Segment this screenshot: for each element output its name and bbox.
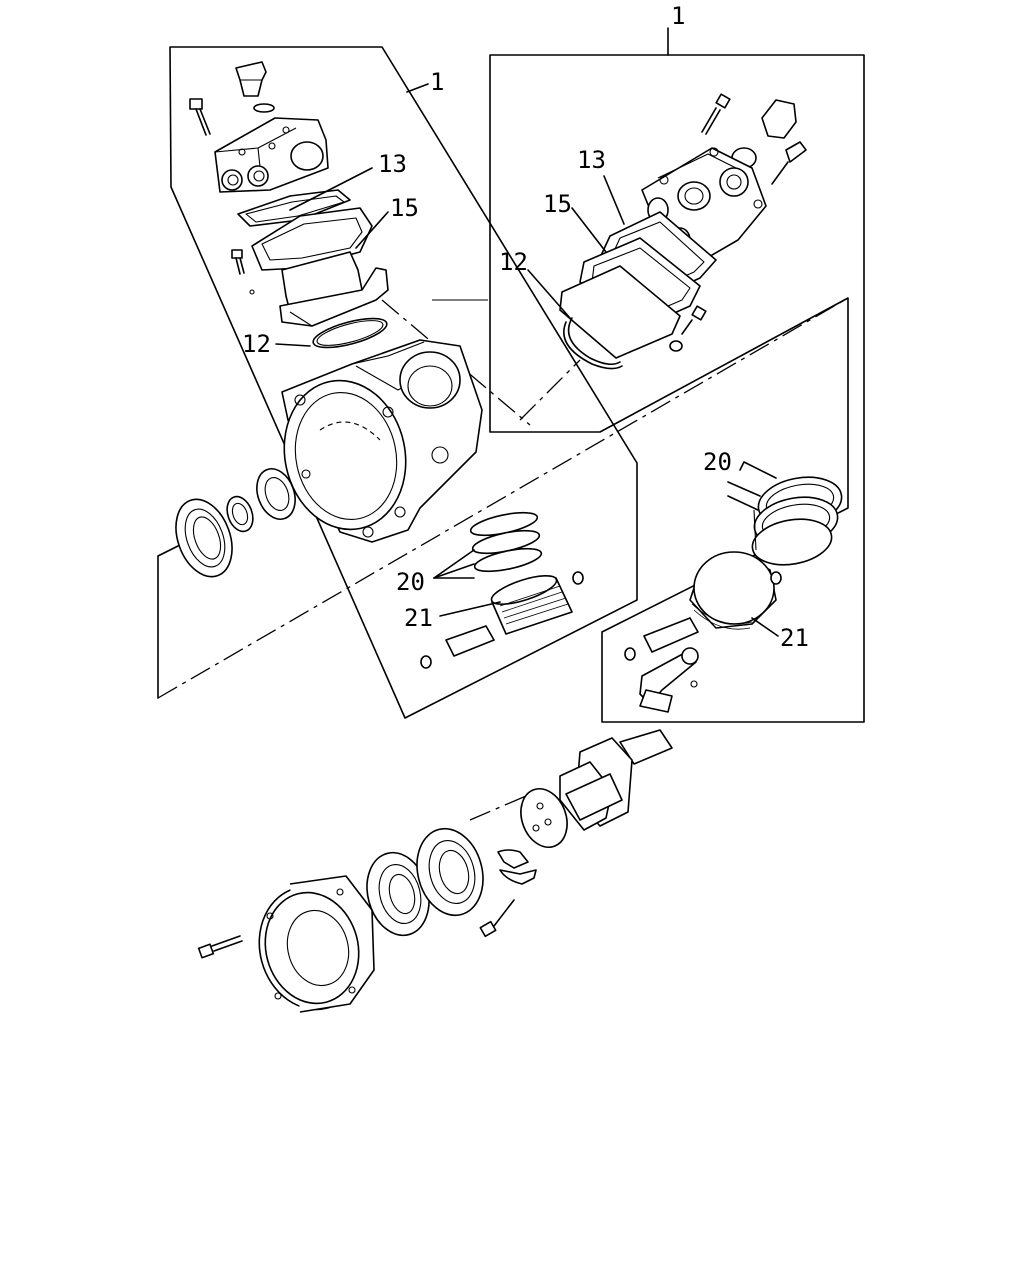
callout-right-1: 1 — [671, 2, 685, 30]
left-piston-21 — [420, 571, 584, 669]
right-piston-21 — [624, 551, 782, 661]
left-crankcase — [281, 299, 488, 543]
right-group-frame — [489, 54, 865, 723]
right-cylinder-15 — [559, 237, 707, 359]
left-cylinder-15 — [231, 207, 389, 327]
callout-left-12: 12 — [242, 330, 271, 358]
right-connecting-rod — [639, 647, 699, 713]
left-oring-12 — [312, 317, 388, 349]
callout-right-12: 12 — [499, 248, 528, 276]
leader-lines — [275, 27, 779, 637]
left-bearing-set — [175, 468, 296, 578]
callout-left-13: 13 — [378, 150, 407, 178]
left-group-frame — [169, 46, 638, 719]
end-cover-flange — [197, 875, 375, 1013]
left-piston-rings-20 — [469, 511, 543, 573]
callout-right-20: 20 — [703, 448, 732, 476]
callout-right-13: 13 — [577, 146, 606, 174]
callout-left-15: 15 — [390, 194, 419, 222]
crank-bearing-shells — [479, 849, 537, 938]
right-piston-rings-20 — [751, 476, 843, 566]
callout-right-21: 21 — [780, 624, 809, 652]
callout-labels: 1 1 13 15 12 20 21 13 15 12 20 21 — [242, 2, 809, 652]
left-cylinder-head — [189, 61, 329, 193]
bearing-group-frame — [157, 545, 179, 699]
crankshaft — [520, 729, 673, 848]
callout-right-15: 15 — [543, 190, 572, 218]
callout-left-1: 1 — [430, 68, 444, 96]
callout-left-21: 21 — [404, 604, 433, 632]
main-bearing-set — [366, 827, 484, 937]
right-oring-12 — [563, 317, 623, 370]
callout-left-20: 20 — [396, 568, 425, 596]
